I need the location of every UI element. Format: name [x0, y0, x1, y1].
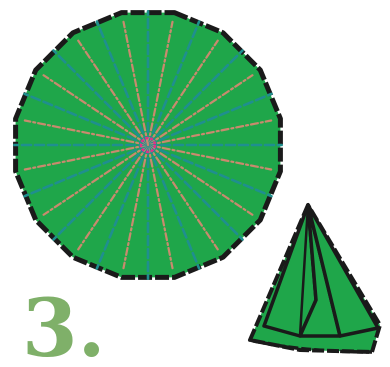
folded-cone-diagram — [250, 205, 380, 352]
pleated-circle-diagram — [14, 11, 281, 278]
step-number: 3. — [22, 281, 106, 367]
